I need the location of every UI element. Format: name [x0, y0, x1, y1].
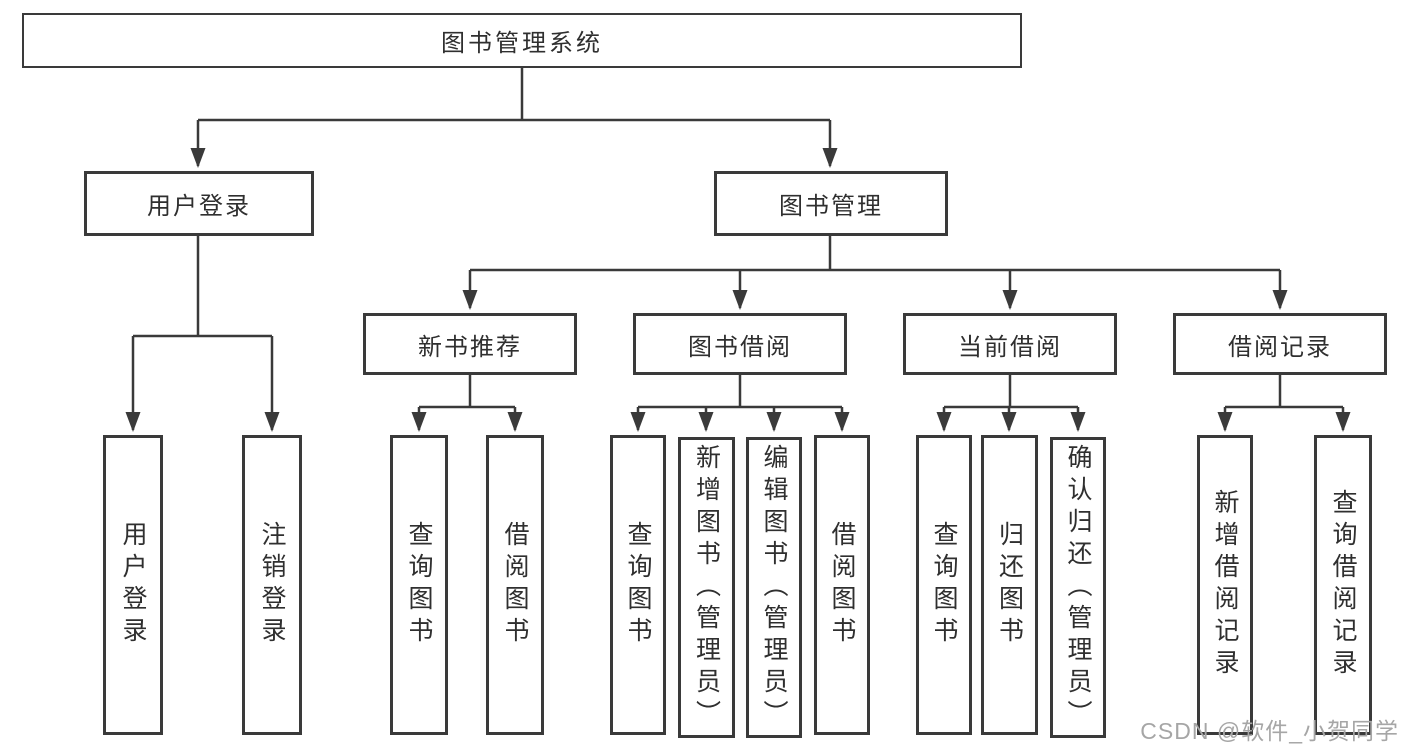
node-label: 图书管理系统: [441, 30, 603, 57]
node-library-management-system: 图书管理系统: [22, 13, 1022, 68]
connector-trunks: [133, 68, 1343, 409]
leaf-current-query-books: 查询图书: [916, 435, 972, 735]
node-borrowing-records: 借阅记录: [1173, 313, 1387, 375]
node-label: 新增借阅记录: [1211, 489, 1239, 681]
node-label: 用户登录: [147, 193, 251, 220]
node-label: 查询图书: [624, 521, 652, 649]
leaf-recommend-borrow-books: 借阅图书: [486, 435, 544, 735]
node-label: 借阅图书: [501, 521, 529, 649]
leaf-user-login: 用户登录: [103, 435, 163, 735]
leaf-current-confirm-return: 确认归还（管理员）: [1050, 437, 1106, 738]
node-label: 借阅记录: [1228, 333, 1332, 361]
leaf-borrowing-borrow-books: 借阅图书: [814, 435, 870, 735]
node-label: 确认归还（管理员）: [1064, 443, 1092, 732]
leaf-borrowing-query-books: 查询图书: [610, 435, 666, 735]
node-label: 新书推荐: [418, 333, 522, 361]
node-label: 用户登录: [119, 521, 147, 649]
node-book-borrowing: 图书借阅: [633, 313, 847, 375]
leaf-records-add-record: 新增借阅记录: [1197, 435, 1253, 735]
leaf-borrowing-edit-books: 编辑图书（管理员）: [746, 437, 802, 738]
node-label: 归还图书: [995, 521, 1024, 649]
node-label: 查询图书: [405, 521, 433, 649]
node-user-login: 用户登录: [84, 171, 314, 236]
leaf-recommend-query-books: 查询图书: [390, 435, 448, 735]
node-book-management: 图书管理: [714, 171, 948, 236]
leaf-current-return-books: 归还图书: [981, 435, 1038, 735]
node-label: 图书管理: [779, 193, 883, 220]
node-label: 注销登录: [258, 521, 286, 649]
node-current-borrowing: 当前借阅: [903, 313, 1117, 375]
node-new-book-recommend: 新书推荐: [363, 313, 577, 375]
node-label: 当前借阅: [958, 333, 1062, 361]
leaf-logout: 注销登录: [242, 435, 302, 735]
node-label: 借阅图书: [828, 521, 856, 649]
node-label: 图书借阅: [688, 333, 792, 361]
leaf-borrowing-add-books: 新增图书（管理员）: [678, 437, 735, 738]
leaf-records-query-record: 查询借阅记录: [1314, 435, 1372, 735]
node-label: 查询图书: [930, 521, 958, 649]
node-label: 编辑图书（管理员）: [760, 443, 788, 732]
node-label: 查询借阅记录: [1329, 489, 1357, 681]
node-label: 新增图书（管理员）: [692, 443, 721, 732]
